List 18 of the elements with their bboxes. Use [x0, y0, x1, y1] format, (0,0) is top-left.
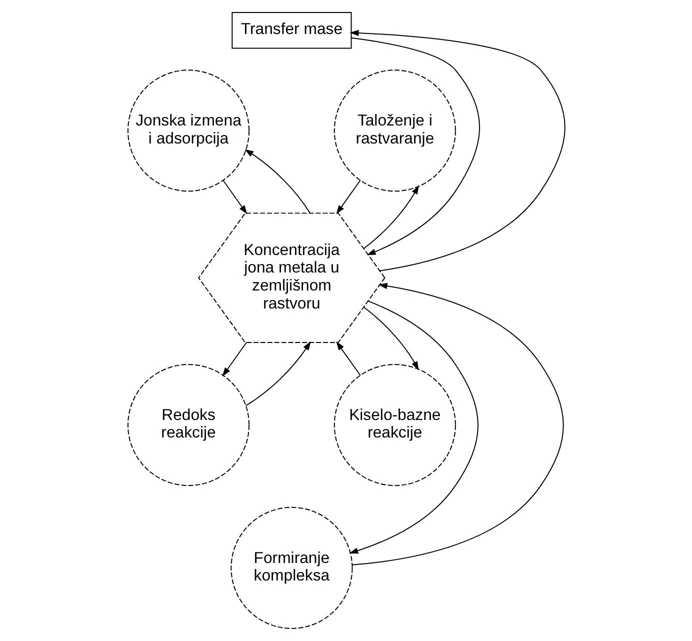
arrow — [362, 185, 418, 250]
arrow — [349, 30, 565, 272]
arrow — [222, 180, 247, 214]
node-circle: Formiranje kompleksa — [230, 506, 352, 629]
node-box: Transfer mase — [231, 12, 352, 49]
arrow — [244, 149, 310, 214]
arrow — [351, 282, 564, 566]
arrow — [350, 37, 480, 256]
arrow — [348, 300, 478, 554]
arrow — [222, 342, 246, 376]
node-circle: Kiselo-bazne reakcije — [333, 364, 456, 486]
arrow — [244, 341, 310, 406]
arrow — [336, 180, 360, 214]
node-circle: Redoks reakcije — [126, 364, 250, 486]
node-circle: Taloženje i rastvaranje — [333, 70, 456, 192]
arrow — [336, 341, 360, 376]
node-circle: Jonska izmena i adsorpcija — [126, 70, 250, 192]
arrow — [362, 306, 418, 370]
